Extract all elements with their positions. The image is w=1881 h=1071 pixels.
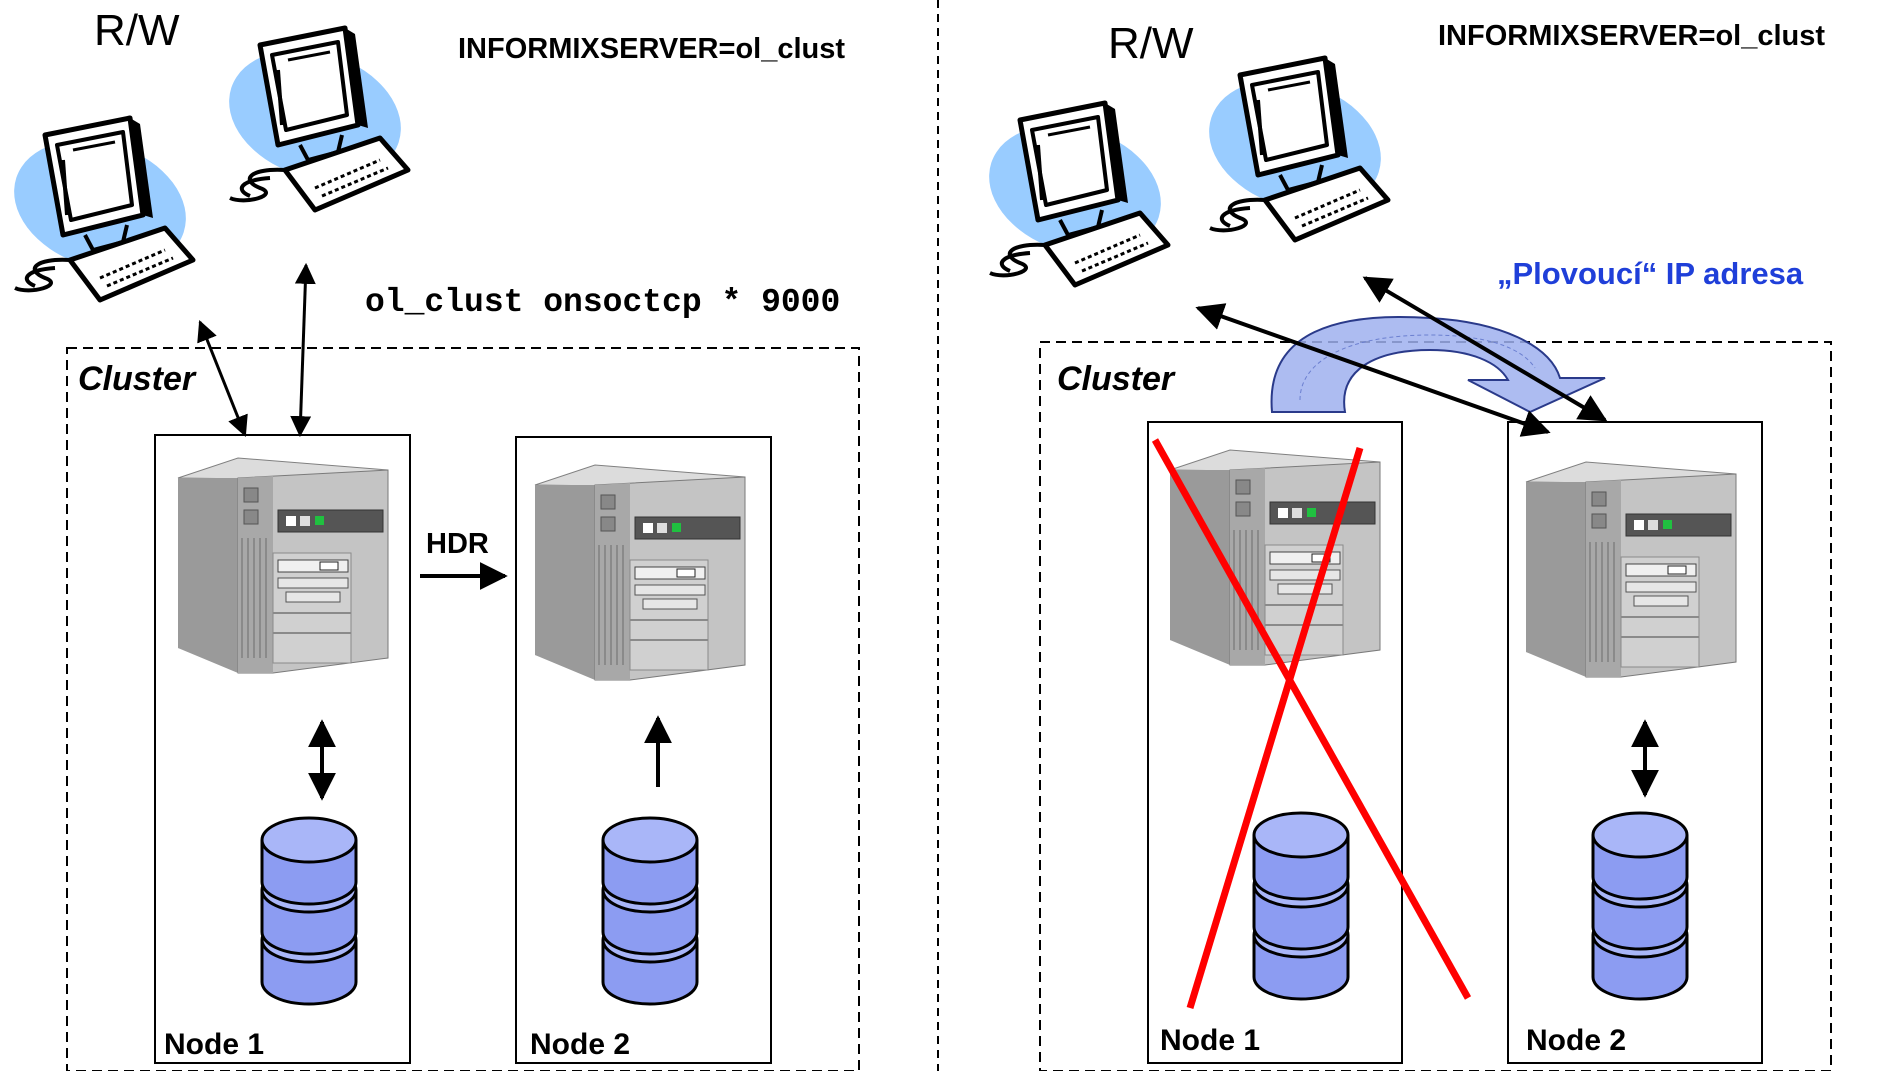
floating-ip-label: „Plovoucí“ IP adresa [1497, 256, 1804, 291]
left-client-2-icon [212, 28, 418, 210]
left-node1-label: Node 1 [164, 1028, 264, 1061]
right-rw-label: R/W [1108, 19, 1194, 68]
left-node2-server-icon [534, 464, 746, 681]
left-node2-disk-icon [603, 818, 697, 1004]
left-client-1-icon [0, 118, 203, 300]
right-node1-box [1147, 421, 1403, 1064]
left-client-2-link [290, 262, 316, 438]
right-client-1-icon [972, 103, 1178, 285]
right-cluster-label: Cluster [1057, 360, 1176, 398]
left-env-label: INFORMIXSERVER=ol_clust [458, 33, 845, 65]
left-node2-label: Node 2 [530, 1028, 630, 1061]
left-node2-box [515, 436, 772, 1064]
left-hdr-label: HDR [426, 528, 489, 560]
left-sqlhosts-entry: ol_clust onsoctcp * 9000 [365, 284, 840, 321]
right-node1-label: Node 1 [1160, 1024, 1260, 1057]
floating-ip-arc-icon [1270, 315, 1606, 414]
left-client-1-link [197, 320, 248, 437]
right-client-2-link [1362, 276, 1608, 422]
right-node2-box [1507, 421, 1763, 1064]
right-env-label: INFORMIXSERVER=ol_clust [1438, 20, 1825, 52]
failure-cross-icon [1151, 438, 1472, 1010]
right-client-2-icon [1192, 58, 1398, 240]
left-node1-box [154, 434, 411, 1064]
right-node2-server-icon [1525, 461, 1737, 678]
right-node1-disk-icon [1254, 813, 1348, 999]
right-node2-disk-icon [1593, 813, 1687, 999]
left-panel: R/W INFORMIXSERVER=ol_clust ol_clust ons… [0, 6, 860, 1071]
right-node2-label: Node 2 [1526, 1024, 1626, 1057]
right-panel: R/W INFORMIXSERVER=ol_clust „Plovoucí“ I… [972, 19, 1832, 1071]
left-node1-server-icon [177, 457, 389, 674]
left-cluster-box [66, 347, 860, 1071]
left-cluster-label: Cluster [78, 360, 197, 398]
left-node1-disk-icon [262, 818, 356, 1004]
left-rw-label: R/W [94, 6, 180, 55]
right-cluster-box [1039, 341, 1832, 1071]
